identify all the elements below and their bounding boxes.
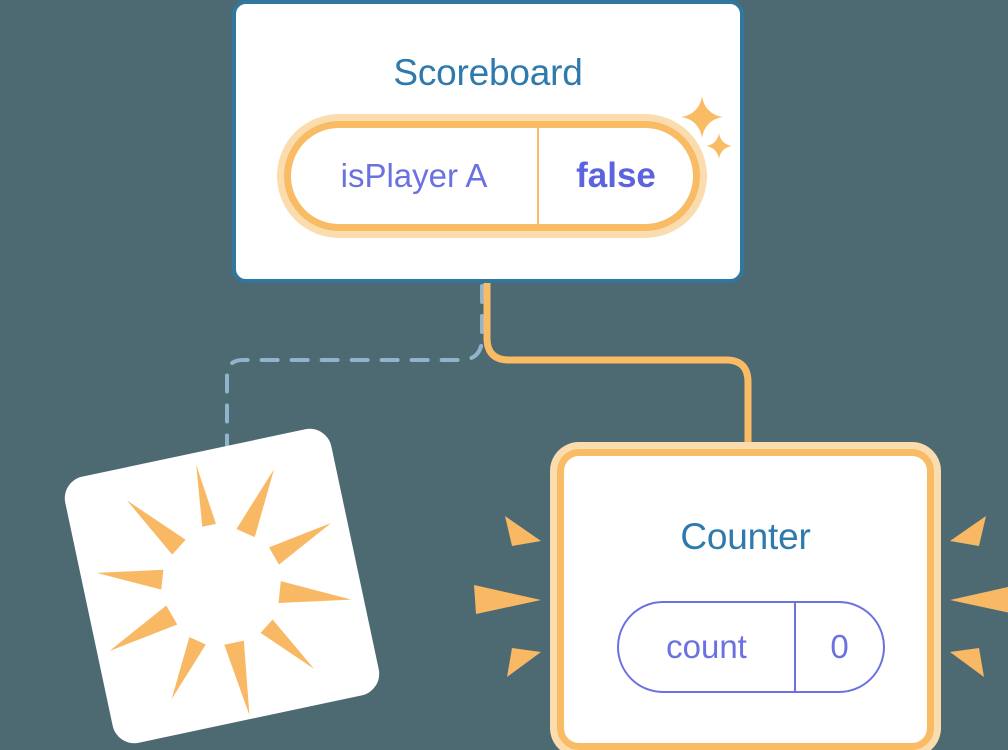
counter-title: Counter — [680, 516, 811, 557]
counter-ray-right-mid — [950, 587, 1008, 613]
sparkle-large-icon — [681, 96, 723, 138]
counter-ray-right-bottom — [950, 648, 984, 677]
counter-card[interactable]: Counter count 0 — [557, 449, 934, 750]
burst-rays-icon — [96, 464, 352, 716]
scoreboard-state-pill[interactable]: isPlayer A false — [284, 121, 700, 231]
connector-scoreboard-to-counter — [483, 282, 752, 462]
scoreboard-card[interactable]: Scoreboard isPlayer A false — [232, 0, 744, 283]
counter-state-pill[interactable]: count 0 — [617, 601, 885, 693]
scoreboard-title: Scoreboard — [393, 52, 583, 93]
burst-card[interactable] — [60, 424, 384, 748]
scoreboard-state-key: isPlayer A — [291, 128, 539, 224]
counter-state-key: count — [619, 603, 796, 691]
sparkle-small-icon — [706, 133, 732, 159]
scoreboard-state-value: false — [576, 156, 656, 195]
counter-ray-left-top — [505, 516, 541, 546]
counter-ray-right-top — [950, 516, 986, 546]
counter-state-value: 0 — [830, 628, 849, 665]
counter-ray-left-mid — [474, 585, 541, 614]
counter-ray-left-bottom — [507, 648, 541, 677]
